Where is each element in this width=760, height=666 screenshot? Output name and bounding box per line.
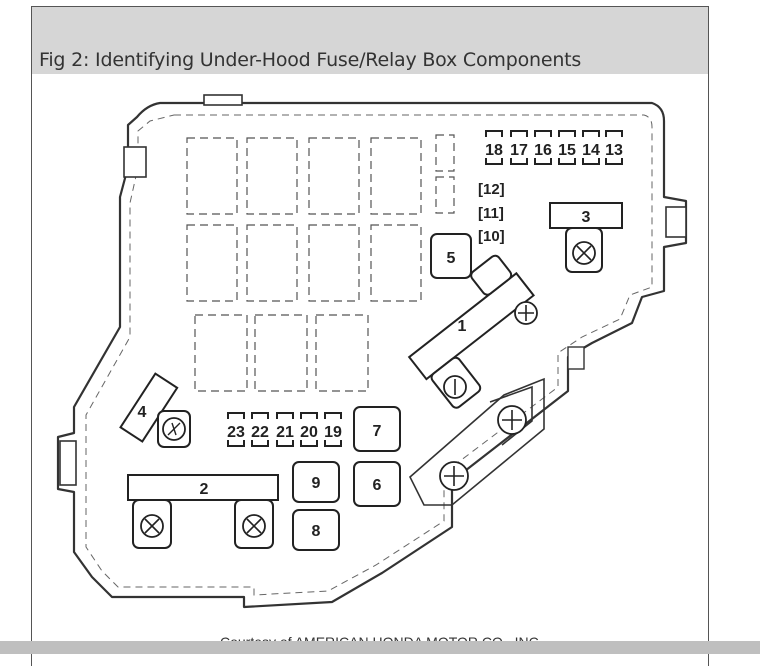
- fuse-10-label: [10]: [478, 228, 505, 245]
- fuse-21-label: 21: [276, 424, 294, 441]
- fuse-15-label: 15: [558, 142, 576, 159]
- screw-3-cross: [576, 245, 592, 261]
- screw-2a-cross: [144, 518, 160, 534]
- screw-2b-cross: [246, 518, 262, 534]
- terminal-block: [409, 377, 545, 506]
- relay-3-label: 3: [582, 209, 591, 226]
- fuse-18-label: 18: [485, 142, 503, 159]
- relay-9: [292, 461, 340, 503]
- fuse-brackets-bottom: [227, 412, 342, 447]
- fuse-19-label: 19: [324, 424, 342, 441]
- fuse-4-label: 4: [138, 404, 147, 421]
- relay-6: [353, 461, 401, 507]
- relay-5: [430, 233, 472, 279]
- relay-9-label: 9: [312, 475, 321, 492]
- fuse-20-label: 20: [300, 424, 318, 441]
- caption-bar: Fig 2: Identifying Under-Hood Fuse/Relay…: [32, 7, 708, 74]
- relay-8-label: 8: [312, 523, 321, 540]
- housing-outline: [56, 101, 688, 609]
- relay-7: [353, 406, 401, 452]
- fuse-17-label: 17: [510, 142, 528, 159]
- terminal-bolt-a-cross: [502, 410, 522, 430]
- bottom-scroll-strip: [0, 641, 760, 654]
- top-tab: [203, 94, 243, 106]
- right-notch: [567, 346, 585, 370]
- left-tab-upper: [123, 146, 147, 178]
- relay-6-label: 6: [373, 477, 382, 494]
- fuse-1-label: 1: [458, 318, 467, 335]
- relay-5-label: 5: [447, 250, 456, 267]
- housing-inner-outline: [85, 114, 653, 596]
- empty-slots: [186, 134, 455, 392]
- fuse-12-label: [12]: [478, 181, 505, 198]
- figure-caption: Fig 2: Identifying Under-Hood Fuse/Relay…: [39, 49, 582, 71]
- terminal-bolt-b-cross: [444, 466, 464, 486]
- fuse-22-label: 22: [251, 424, 269, 441]
- relay-7-label: 7: [373, 423, 382, 440]
- fuse-1-assembly: [407, 254, 535, 409]
- relay-8: [292, 509, 340, 551]
- relay-3-body: [549, 202, 623, 229]
- fuse-2-label: 2: [200, 481, 209, 498]
- fuse-2-body: [127, 474, 279, 501]
- fuse-13-label: 13: [605, 142, 623, 159]
- left-tab-lower: [59, 440, 77, 486]
- right-tab: [665, 206, 687, 238]
- fuse-14-label: 14: [582, 142, 600, 159]
- fuse-11-label: [11]: [478, 205, 504, 222]
- screw-4-cross: [167, 422, 181, 436]
- fuse-16-label: 16: [534, 142, 552, 159]
- fuse-box-diagram: 18 17 16 15 14 13 [12] [11] [10] 3 5 1: [56, 94, 688, 609]
- fuse-23-label: 23: [227, 424, 245, 441]
- figure-frame: Fig 2: Identifying Under-Hood Fuse/Relay…: [31, 6, 709, 666]
- screw-1a-cross: [518, 305, 534, 321]
- fuse-brackets-top: [485, 130, 623, 165]
